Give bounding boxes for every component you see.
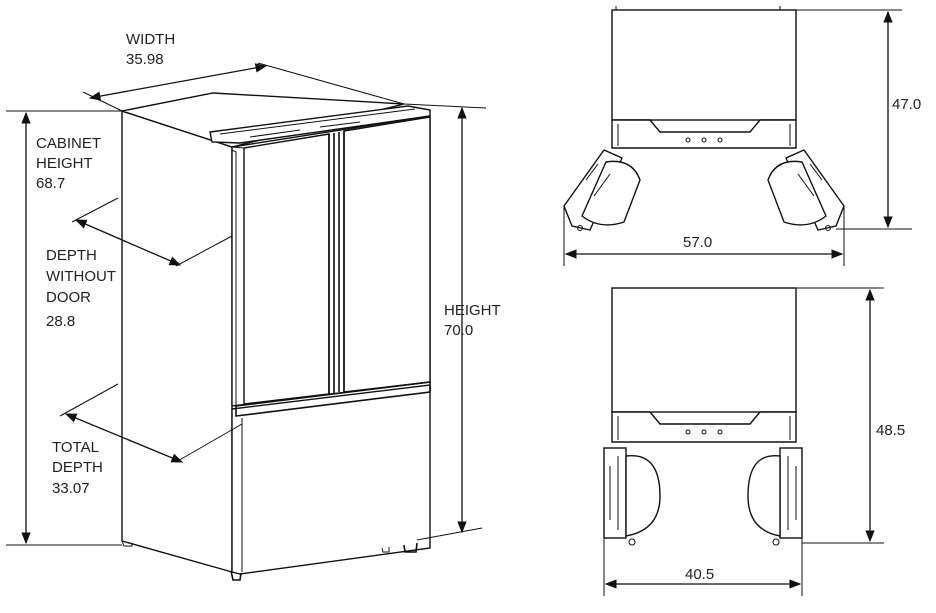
depth-without-door-dimension: DEPTH WITHOUT DOOR 28.8: [46, 197, 233, 330]
depth-without-door-label-line1: DEPTH: [46, 247, 97, 264]
refrigerator-perspective-drawing: [119, 92, 431, 581]
depth-without-door-label-line2: WITHOUT: [46, 268, 116, 285]
top-view-open-depth-dimension: 47.0: [796, 9, 921, 230]
cabinet-height-label-line1: CABINET: [36, 135, 101, 152]
top-view-open-width-value: 57.0: [683, 234, 712, 251]
total-depth-dimension: TOTAL DEPTH 33.07: [52, 383, 243, 497]
top-view-90-depth-dimension: 48.5: [796, 287, 905, 544]
top-view-90-width-dimension: 40.5: [603, 538, 803, 596]
top-view-doors-90-drawing: [603, 287, 803, 546]
width-label: WIDTH: [126, 31, 175, 48]
top-view-open-depth-value: 47.0: [892, 96, 921, 113]
cabinet-height-label-line2: HEIGHT: [36, 155, 93, 172]
top-view-90-width-value: 40.5: [685, 566, 714, 583]
height-dimension: HEIGHT 70.0: [403, 103, 501, 541]
total-depth-value: 33.07: [52, 480, 90, 497]
depth-without-door-value: 28.8: [46, 313, 75, 330]
height-label: HEIGHT: [444, 302, 501, 319]
depth-without-door-label-line3: DOOR: [46, 289, 91, 306]
total-depth-label-line1: TOTAL: [52, 439, 99, 456]
top-view-doors-open-drawing: [563, 6, 845, 231]
total-depth-label-line2: DEPTH: [52, 459, 103, 476]
width-value: 35.98: [126, 51, 164, 68]
top-view-open-width-dimension: 57.0: [563, 206, 845, 266]
width-dimension: WIDTH 35.98: [82, 31, 405, 112]
cabinet-height-dimension: CABINET HEIGHT 68.7: [6, 110, 122, 546]
top-view-90-depth-value: 48.5: [876, 422, 905, 439]
cabinet-height-value: 68.7: [36, 175, 65, 192]
height-value: 70.0: [444, 322, 473, 339]
